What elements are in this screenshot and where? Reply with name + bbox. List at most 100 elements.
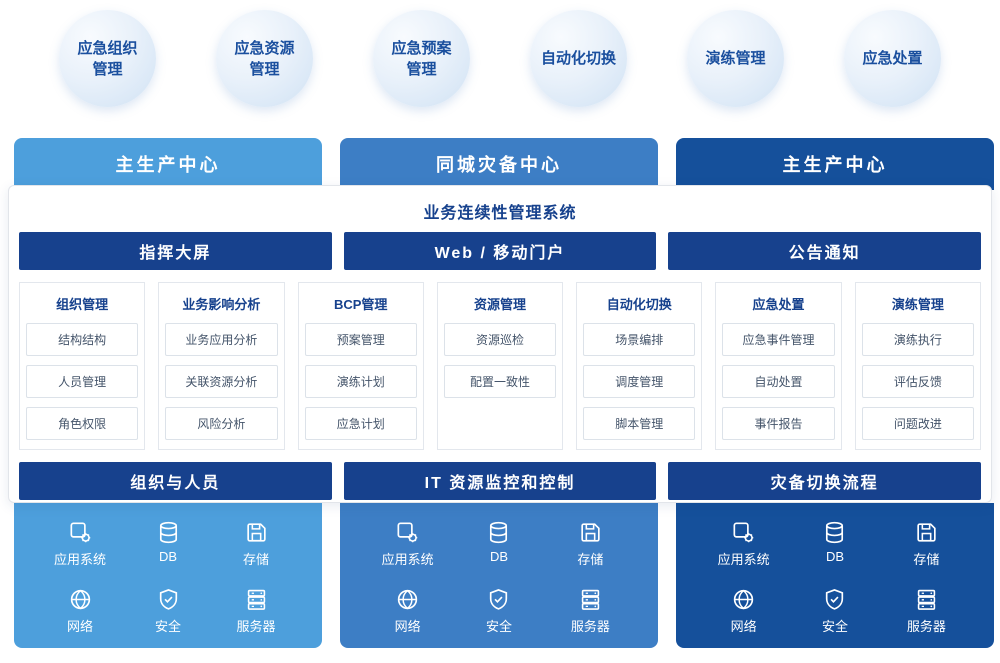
module-item: 自动处置 [722, 365, 835, 398]
security-icon [156, 587, 181, 612]
module-item: 业务应用分析 [165, 323, 278, 356]
infra-item-security: 安全 [453, 587, 544, 635]
network-icon [395, 587, 420, 612]
server-icon [578, 587, 603, 612]
infra-item-security: 安全 [789, 587, 880, 635]
bubble-label-line: 自动化切换 [540, 50, 616, 67]
module-item: 演练执行 [861, 323, 974, 356]
module-item: 资源巡检 [443, 323, 557, 356]
server-icon [914, 587, 939, 612]
bubble-label: 应急处置 [862, 48, 922, 69]
bar-it-resource-monitoring: IT 资源监控和控制 [343, 462, 657, 500]
module-item: 应急计划 [304, 407, 417, 440]
infra-item-server: 服务器 [881, 587, 972, 635]
bubble-drill-mgmt: 演练管理 [687, 10, 784, 107]
module-title: BCP管理 [333, 297, 388, 312]
module-title: 应急处置 [752, 297, 805, 312]
bubble-label-line: 演练管理 [705, 50, 766, 67]
bubble-label-line: 管理 [92, 60, 123, 78]
bar-command-dashboard: 指挥大屏 [19, 232, 332, 270]
bar-org-and-personnel: 组织与人员 [19, 462, 332, 500]
infra-item-label: 安全 [154, 619, 181, 634]
infra-item-label: 应用系统 [53, 552, 106, 567]
app-system-icon [731, 520, 756, 545]
infra-item-label: 网络 [730, 619, 757, 634]
infra-item-storage: 存储 [212, 520, 300, 568]
bubble-emergency-resource-mgmt: 应急资源 管理 [216, 10, 313, 107]
module-item: 评估反馈 [861, 365, 974, 398]
module-item: 事件报告 [722, 407, 835, 440]
infra-item-label: DB [158, 549, 178, 564]
infra-item-label: 服务器 [906, 619, 946, 634]
infra-item-label: 应用系统 [717, 552, 770, 567]
database-icon [486, 520, 511, 545]
module-item: 调度管理 [583, 365, 696, 398]
module-resource-mgmt: 资源管理 资源巡检 配置一致性 [436, 282, 564, 450]
bubble-label-line: 应急处置 [862, 50, 923, 67]
module-title: 资源管理 [473, 297, 526, 312]
modules-row: 组织管理 结构结构 人员管理 角色权限 业务影响分析 业务应用分析 关联资源分析… [19, 282, 981, 450]
infra-item-label: 存储 [913, 552, 940, 567]
panel-title: 业务连续性管理系统 [423, 205, 577, 222]
bubble-auto-switch: 自动化切换 [530, 10, 627, 107]
infra-item-network: 网络 [698, 587, 789, 635]
infra-item-server: 服务器 [212, 587, 300, 635]
module-item: 配置一致性 [443, 365, 557, 398]
bubble-label-line: 应急预案 [391, 39, 452, 57]
infra-item-db: DB [124, 520, 212, 568]
module-title: 自动化切换 [606, 297, 672, 312]
storage-icon [914, 520, 939, 545]
bubble-label: 应急组织 管理 [77, 38, 137, 80]
infra-item-storage: 存储 [881, 520, 972, 568]
bubble-label: 应急资源 管理 [234, 38, 294, 80]
infra-item-app-system: 应用系统 [698, 520, 789, 568]
infra-item-storage: 存储 [545, 520, 636, 568]
bottom-bars-row: 组织与人员 IT 资源监控和控制 灾备切换流程 [19, 462, 982, 500]
bar-announcement: 公告通知 [668, 232, 982, 270]
infra-panels-row: 应用系统 DB 存储 网络 安全 服务器 应用系统 DB [14, 503, 994, 648]
infra-item-label: 网络 [394, 619, 421, 634]
infra-item-network: 网络 [362, 587, 453, 635]
network-icon [68, 587, 93, 612]
app-system-icon [395, 520, 420, 545]
module-org-mgmt: 组织管理 结构结构 人员管理 角色权限 [19, 282, 146, 450]
database-icon [822, 520, 847, 545]
bubble-emergency-response: 应急处置 [844, 10, 941, 107]
storage-icon [578, 520, 603, 545]
module-bcp-mgmt: BCP管理 预案管理 演练计划 应急计划 [297, 282, 424, 450]
center-header-primary-production-2: 主生产中心 [676, 138, 994, 190]
bubble-label-line: 管理 [406, 60, 437, 78]
infra-item-label: 安全 [821, 619, 848, 634]
module-item: 预案管理 [304, 323, 417, 356]
infra-item-label: 安全 [485, 619, 512, 634]
infra-item-label: DB [825, 549, 845, 564]
bubble-label-line: 管理 [249, 60, 280, 78]
module-item: 关联资源分析 [165, 365, 278, 398]
server-icon [244, 587, 269, 612]
security-icon [486, 587, 511, 612]
module-title: 组织管理 [56, 297, 109, 312]
bubble-label: 演练管理 [705, 48, 765, 69]
infra-item-app-system: 应用系统 [362, 520, 453, 568]
infra-item-security: 安全 [124, 587, 212, 635]
top-bars-row: 指挥大屏 Web / 移动门户 公告通知 [19, 232, 982, 270]
bubble-label-line: 应急资源 [234, 39, 295, 57]
infra-item-server: 服务器 [545, 587, 636, 635]
bubble-label-line: 应急组织 [77, 39, 138, 57]
infra-item-label: 服务器 [236, 619, 276, 634]
infra-item-label: 存储 [577, 552, 604, 567]
network-icon [731, 587, 756, 612]
module-item: 风险分析 [165, 407, 278, 440]
bubble-emergency-plan-mgmt: 应急预案 管理 [373, 10, 470, 107]
storage-icon [244, 520, 269, 545]
module-item: 演练计划 [304, 365, 417, 398]
capability-bubbles-row: 应急组织 管理 应急资源 管理 应急预案 管理 自动化切换 演练管理 应急处置 [0, 10, 1000, 107]
bubble-label: 应急预案 管理 [391, 38, 451, 80]
module-item: 场景编排 [583, 323, 696, 356]
infra-item-db: DB [789, 520, 880, 568]
security-icon [822, 587, 847, 612]
infra-panel-same-city-dr: 应用系统 DB 存储 网络 安全 服务器 [340, 503, 658, 648]
center-headers-row: 主生产中心 同城灾备中心 主生产中心 [14, 138, 994, 190]
center-header-same-city-dr: 同城灾备中心 [340, 138, 658, 190]
module-item: 应急事件管理 [722, 323, 835, 356]
